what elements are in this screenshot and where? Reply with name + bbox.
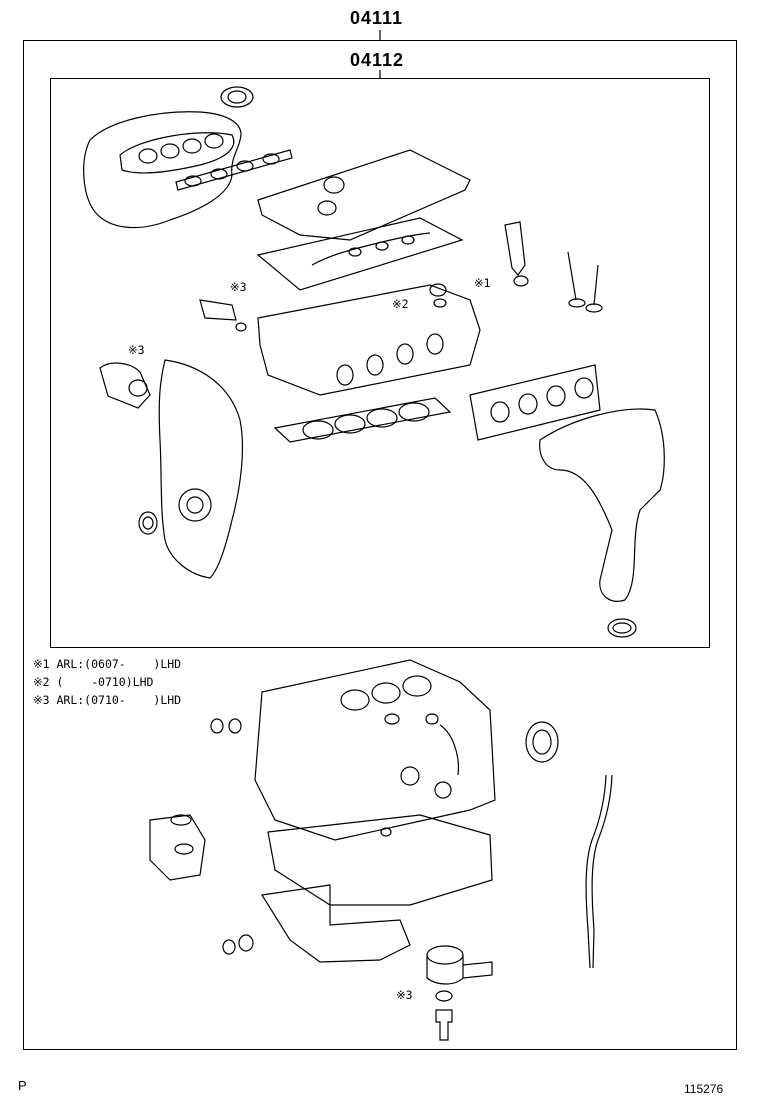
- throttle-gasket-drawing: [220, 86, 254, 108]
- cylinder-block-drawing: [254, 659, 496, 841]
- note-3: ※3 ARL:(0710- )LHD: [33, 693, 182, 707]
- intake-gasket-drawing: [175, 149, 293, 191]
- callout-3-oil-filter: ※3: [396, 988, 413, 1002]
- exhaust-gasket-ring-drawing: [607, 618, 637, 638]
- oil-dipstick-drawing: [585, 774, 613, 969]
- note-1: ※1 ARL:(0607- )LHD: [33, 657, 182, 671]
- head-gasket-drawing: [273, 397, 452, 443]
- oil-cooler-drawing: [426, 945, 493, 985]
- callout-3-oil-seal: ※3: [230, 280, 247, 294]
- cylinder-head-drawing: [257, 284, 481, 396]
- inner-gasket-kit-frame: [50, 78, 710, 648]
- figure-number: 115276: [684, 1082, 724, 1096]
- outer-gasket-set-frame: [23, 40, 737, 1050]
- sensor-oring-drawing: [199, 299, 247, 332]
- note-2: ※2 ( -0710)LHD: [33, 675, 154, 689]
- assy-code-label: 04111: [350, 8, 404, 28]
- corner-mark: P: [18, 1078, 27, 1093]
- water-outlet-drawing: [99, 362, 151, 409]
- valve-stem-seal-drawing: [429, 283, 447, 308]
- oil-pump-drawing: [149, 814, 206, 881]
- injector-drawing: [504, 221, 529, 287]
- rear-crank-seal-drawing: [525, 721, 559, 763]
- callout-3-water-outlet: ※3: [128, 343, 145, 357]
- oil-filter-oring-drawing: [435, 990, 453, 1002]
- head-cover-gasket-drawing: [256, 217, 464, 291]
- head-cover-drawing: [257, 149, 471, 241]
- oil-pan-lower-drawing: [261, 884, 411, 963]
- timing-cover-drawing: [158, 359, 244, 579]
- block-small-parts-drawing: [210, 713, 460, 799]
- callout-1: ※1: [474, 276, 491, 290]
- exhaust-gasket-drawing: [469, 364, 601, 441]
- kit-code-label: 04112: [350, 50, 405, 70]
- valves-drawing: [567, 251, 603, 313]
- exhaust-manifold-drawing: [539, 408, 665, 602]
- callout-2: ※2: [392, 297, 409, 311]
- oil-pan-upper-drawing: [267, 814, 493, 906]
- union-bolt-drawing: [435, 1009, 453, 1041]
- front-crank-seal-drawing: [138, 511, 158, 535]
- oil-pan-plug-drawing: [222, 934, 254, 955]
